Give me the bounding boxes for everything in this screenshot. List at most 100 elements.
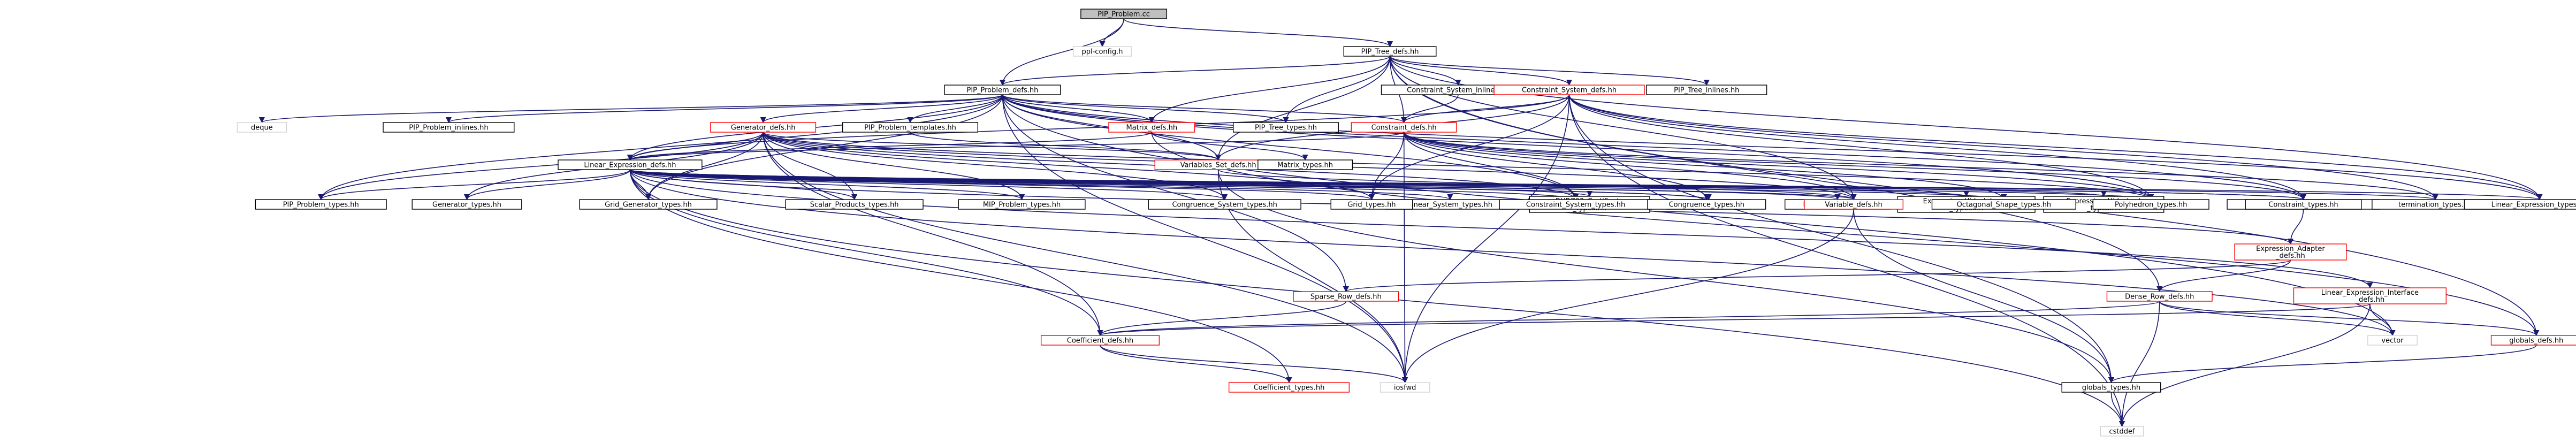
- graph-node-cdefs[interactable]: Constraint_defs.hh: [1351, 122, 1457, 133]
- graph-node-congsystypes[interactable]: Congruence_System_types.hh: [1148, 199, 1301, 210]
- graph-node-iosfwd: iosfwd: [1380, 382, 1430, 393]
- node-label: Scalar_Products_types.hh: [810, 201, 899, 209]
- node-box: [1073, 46, 1132, 57]
- node-box: [944, 85, 1061, 95]
- include-edge: [629, 169, 1375, 201]
- graph-node-leidefs[interactable]: Linear_Expression_Interface_defs.hh: [2293, 287, 2447, 304]
- include-edge: [1215, 56, 1391, 161]
- include-edge: [999, 18, 1124, 86]
- node-box: [1646, 85, 1767, 95]
- node-label: Constraint_System_defs.hh: [1522, 87, 1617, 95]
- node-label: Generator_defs.hh: [731, 124, 796, 132]
- node-box: [579, 199, 718, 210]
- node-label: PIP_Problem_inlines.hh: [409, 124, 488, 132]
- graph-node-ctypes[interactable]: Constraint_types.hh: [2245, 199, 2362, 210]
- node-label: MIP_Problem_types.hh: [983, 201, 1061, 209]
- include-edge: [1002, 94, 1579, 201]
- node-label: termination_types.hh: [2398, 201, 2473, 209]
- graph-node-miptypes[interactable]: MIP_Problem_types.hh: [958, 199, 1086, 210]
- include-edge: [910, 132, 1221, 161]
- graph-node-congtypes[interactable]: Congruence_types.hh: [1647, 199, 1766, 210]
- graph-node-probtypes[interactable]: PIP_Problem_types.hh: [255, 199, 387, 210]
- graph-node-coeffdefs[interactable]: Coefficient_defs.hh: [1040, 335, 1160, 346]
- graph-node-cstypes[interactable]: Constraint_System_types.hh: [1499, 199, 1652, 210]
- include-edge: [1100, 345, 1292, 384]
- include-edge: [1002, 94, 1155, 124]
- graph-node-srdefs[interactable]: Sparse_Row_defs.hh: [1293, 291, 1399, 302]
- graph-node-mattypes[interactable]: Matrix_types.hh: [1257, 159, 1353, 170]
- graph-node-lstypes[interactable]: Linear_System_types.hh: [1385, 199, 1515, 210]
- include-edge: [1002, 94, 1408, 384]
- node-label: Congruence_types.hh: [1669, 201, 1744, 209]
- graph-node-probtempl[interactable]: PIP_Problem_templates.hh: [842, 122, 979, 133]
- graph-node-probdefs[interactable]: PIP_Problem_defs.hh: [944, 85, 1061, 95]
- include-edge: [1100, 345, 1408, 384]
- include-edge: [1402, 132, 1408, 384]
- node-label: Matrix_defs.hh: [1126, 124, 1177, 132]
- graph-node-gridtypes[interactable]: Grid_types.hh: [1330, 199, 1413, 210]
- graph-node-grgentypes[interactable]: Grid_Generator_types.hh: [579, 199, 718, 210]
- graph-node-matdefs[interactable]: Matrix_defs.hh: [1108, 122, 1195, 133]
- node-box: [2293, 287, 2447, 304]
- include-edge: [629, 169, 2396, 337]
- graph-node-treeinl[interactable]: PIP_Tree_inlines.hh: [1646, 85, 1767, 95]
- node-label: Constraint_System_inlines.hh: [1407, 87, 1510, 95]
- graph-node-probinl[interactable]: PIP_Problem_inlines.hh: [383, 122, 515, 133]
- include-edge: [1568, 94, 2115, 384]
- graph-node-ledefs[interactable]: Linear_Expression_defs.hh: [558, 159, 703, 170]
- include-edge: [1151, 132, 1308, 161]
- graph-node-cstddef: cstddef: [2100, 426, 2144, 437]
- include-edge: [1002, 94, 2396, 337]
- include-edge: [763, 132, 1221, 161]
- graph-node-treedefs[interactable]: PIP_Tree_defs.hh: [1343, 46, 1437, 57]
- node-label: vector: [2381, 337, 2404, 345]
- include-edge: [1568, 94, 2125, 427]
- graph-node-gentypes[interactable]: Generator_types.hh: [411, 199, 522, 210]
- edge-layer: [259, 18, 2543, 427]
- include-edge: [1568, 94, 2543, 201]
- graph-node-globtypes[interactable]: globals_types.hh: [2061, 382, 2161, 393]
- include-edge: [446, 94, 1003, 124]
- graph-node-treetypes[interactable]: PIP_Tree_types.hh: [1233, 122, 1339, 133]
- node-box: [237, 122, 287, 133]
- graph-node-drdefs[interactable]: Dense_Row_defs.hh: [2106, 291, 2213, 302]
- node-label: PIP_Problem_types.hh: [283, 201, 359, 209]
- node-box: [785, 199, 924, 210]
- graph-node-polytypes[interactable]: Polyhedron_types.hh: [2092, 199, 2209, 210]
- graph-node-vardefs[interactable]: Variable_defs.hh: [1804, 199, 1904, 210]
- include-edge: [629, 169, 1103, 337]
- node-label: globals_defs.hh: [2509, 337, 2563, 345]
- include-edge: [629, 169, 1025, 201]
- graph-node-letypes[interactable]: Linear_Expression_types.hh: [2464, 199, 2576, 210]
- graph-node-globdefs[interactable]: globals_defs.hh: [2490, 335, 2576, 346]
- node-box: [2490, 335, 2576, 346]
- node-label: PIP_Problem_templates.hh: [864, 124, 956, 132]
- node-label: _defs.hh: [2355, 296, 2385, 304]
- include-edge: [1389, 56, 1710, 86]
- include-edge: [318, 94, 1003, 201]
- graph-node-cofftypes[interactable]: Coefficient_types.hh: [1228, 382, 1350, 393]
- node-box: [2061, 382, 2161, 393]
- graph-node-sptypes[interactable]: Scalar_Products_types.hh: [785, 199, 924, 210]
- graph-node-eadapt[interactable]: Expression_Adapter_defs.hh: [2234, 243, 2347, 261]
- include-edge: [627, 132, 1405, 161]
- graph-node-octtypes[interactable]: Octagonal_Shape_types.hh: [1931, 199, 2076, 210]
- node-box: [1804, 199, 1904, 210]
- include-edge: [1098, 303, 2371, 337]
- node-box: [1257, 159, 1353, 170]
- include-edge: [629, 169, 1228, 201]
- include-edge: [629, 169, 2373, 289]
- node-box: [2367, 335, 2418, 346]
- node-box: [255, 199, 387, 210]
- include-edge: [1217, 169, 2114, 384]
- include-edge: [763, 132, 1228, 201]
- graph-node-csdefs[interactable]: Constraint_System_defs.hh: [1493, 85, 1645, 95]
- graph-node-gendefs[interactable]: Generator_defs.hh: [710, 122, 817, 133]
- node-box: [2100, 426, 2144, 437]
- include-edge: [1283, 56, 1391, 124]
- graph-node-ppl[interactable]: PIP_Problem.cc: [1080, 9, 1168, 19]
- node-box: [1493, 85, 1645, 95]
- include-edge: [629, 169, 1292, 384]
